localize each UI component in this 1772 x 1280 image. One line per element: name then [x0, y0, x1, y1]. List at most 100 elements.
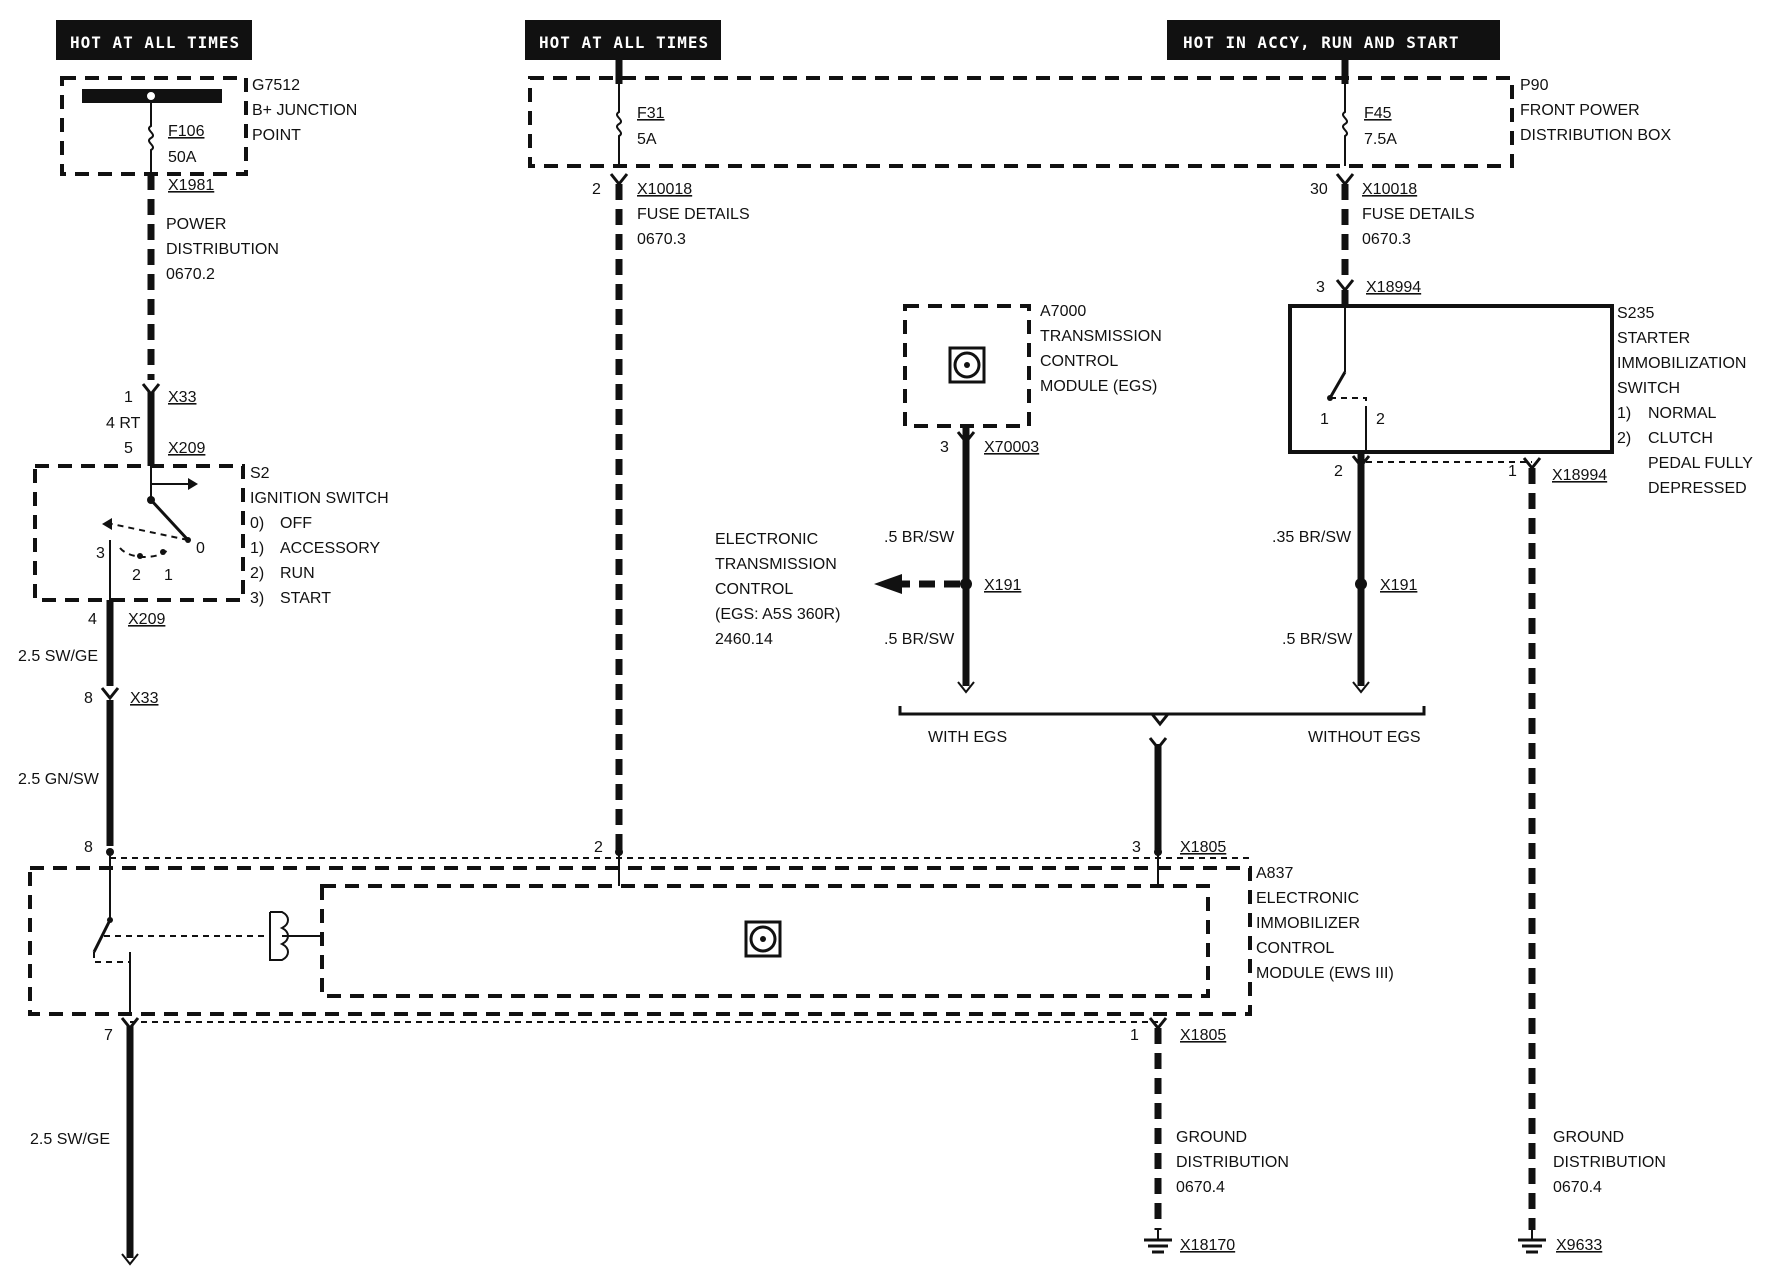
ref-text: FUSE DETAILS: [1362, 206, 1475, 223]
fuse-label: F45: [1364, 105, 1392, 122]
arrow-head: [188, 478, 198, 490]
switch-blade: [1328, 371, 1347, 399]
pin-number: 3: [940, 439, 949, 456]
position-num: 0): [250, 515, 264, 532]
s235-id: S235: [1617, 305, 1654, 322]
wire-end-symbol: [121, 1253, 139, 1266]
ground-text: 0670.4: [1176, 1179, 1225, 1196]
fuse-f45-symbol: [1342, 80, 1348, 166]
position-label: PEDAL FULLY: [1648, 455, 1753, 472]
position-num: 3): [250, 590, 264, 607]
s235-name: STARTER: [1617, 330, 1690, 347]
fuse-f31-symbol: [616, 80, 622, 166]
header-text: HOT AT ALL TIMES: [539, 33, 709, 52]
position-num: 2): [250, 565, 264, 582]
pin-number: 2: [594, 839, 603, 856]
connector-x33: X33: [130, 690, 159, 707]
egs-ref-text: (EGS: A5S 360R): [715, 606, 840, 623]
option-with-egs: WITH EGS: [928, 729, 1007, 746]
header-text: HOT IN ACCY, RUN AND START: [1183, 33, 1459, 52]
pin-number: 3: [1316, 279, 1325, 296]
pin-number: 5: [124, 440, 133, 457]
s235-box: [1288, 304, 1614, 454]
terminal-1: 1: [1320, 411, 1329, 428]
ground-text: GROUND: [1553, 1129, 1624, 1146]
connector-x209: X209: [168, 440, 205, 457]
p90-id: P90: [1520, 77, 1549, 94]
fuse-rating: 7.5A: [1364, 131, 1397, 148]
ground-text: GROUND: [1176, 1129, 1247, 1146]
s2-id: S2: [250, 465, 270, 482]
pin-number: 2: [592, 181, 601, 198]
wire-color-label: 2.5 GN/SW: [18, 771, 100, 788]
pin-number: 8: [84, 690, 93, 707]
position-label: OFF: [280, 515, 312, 532]
pin-number: 8: [84, 839, 93, 856]
connector-x209: X209: [128, 611, 165, 628]
p90-name: DISTRIBUTION BOX: [1520, 127, 1671, 144]
connector-symbol: [1335, 279, 1355, 293]
a837-name: IMMOBILIZER: [1256, 915, 1360, 932]
relay-contact: [92, 919, 112, 953]
terminal-1: 1: [164, 567, 173, 584]
ground-text: 0670.4: [1553, 1179, 1602, 1196]
splice-label: X191: [984, 577, 1021, 594]
terminal-0: 0: [196, 540, 205, 557]
wire-color-label: .5 BR/SW: [1282, 631, 1353, 648]
wire-color-label: .5 BR/SW: [884, 529, 955, 546]
a7000-name: CONTROL: [1040, 353, 1118, 370]
egs-ref-text: CONTROL: [715, 581, 793, 598]
contact-1: [160, 549, 166, 555]
header-hot-accy-run-start: HOT IN ACCY, RUN AND START: [1167, 20, 1500, 60]
bracket-join: [1150, 713, 1170, 727]
fuse-label: F31: [637, 105, 665, 122]
header-hot-at-all-times-left: HOT AT ALL TIMES: [56, 20, 252, 60]
connector-x33: X33: [168, 389, 197, 406]
option-without-egs: WITHOUT EGS: [1308, 729, 1421, 746]
relay-coil-symbol: [269, 911, 289, 961]
header-hot-at-all-times-center: HOT AT ALL TIMES: [525, 20, 721, 60]
ref-text: POWER: [166, 216, 226, 233]
p90-name: FRONT POWER: [1520, 102, 1640, 119]
a837-name: CONTROL: [1256, 940, 1334, 957]
wire-color-label: 2.5 SW/GE: [30, 1131, 110, 1148]
switch-blade: [149, 498, 190, 542]
fuse-rating: 5A: [637, 131, 657, 148]
position-label: ACCESSORY: [280, 540, 381, 557]
contact-2: [137, 553, 143, 559]
wire-end-symbol: [1352, 681, 1370, 694]
connector-x10018: X10018: [637, 181, 692, 198]
splice-x191: [960, 578, 972, 590]
connector-symbol: [100, 687, 120, 701]
module-symbol-icon: [744, 920, 782, 958]
position-label: START: [280, 590, 331, 607]
ref-text: 0670.2: [166, 266, 215, 283]
pin-number: 2: [1334, 463, 1343, 480]
ref-text: DISTRIBUTION: [166, 241, 279, 258]
fuse-rating: 50A: [168, 149, 197, 166]
arrow-left-icon: [874, 574, 902, 594]
wire-color-label: 2.5 SW/GE: [18, 648, 98, 665]
pin-number: 1: [124, 389, 133, 406]
s2-box: [33, 464, 245, 602]
pin-number: 3: [1132, 839, 1141, 856]
wire-color-label: .5 BR/SW: [884, 631, 955, 648]
wire-color-label: 4 RT: [106, 415, 141, 432]
switch-travel: [1330, 397, 1367, 408]
fuse-f106-symbol: [148, 101, 154, 174]
p90-box: [528, 76, 1514, 168]
position-label: CLUTCH: [1648, 430, 1713, 447]
s235-name: IMMOBILIZATION: [1617, 355, 1746, 372]
position-num: 2): [1617, 430, 1631, 447]
connector-x10018: X10018: [1362, 181, 1417, 198]
ground-connector: X9633: [1556, 1237, 1602, 1254]
connector-symbol: [1335, 173, 1355, 187]
connector-x1805: X1805: [1180, 1027, 1226, 1044]
pin-number: 4: [88, 611, 97, 628]
module-symbol-icon: [948, 346, 986, 384]
splice-label: X191: [1380, 577, 1417, 594]
ref-text: 0670.3: [1362, 231, 1411, 248]
egs-ref-text: 2460.14: [715, 631, 773, 648]
pin-number: 1: [1508, 463, 1517, 480]
